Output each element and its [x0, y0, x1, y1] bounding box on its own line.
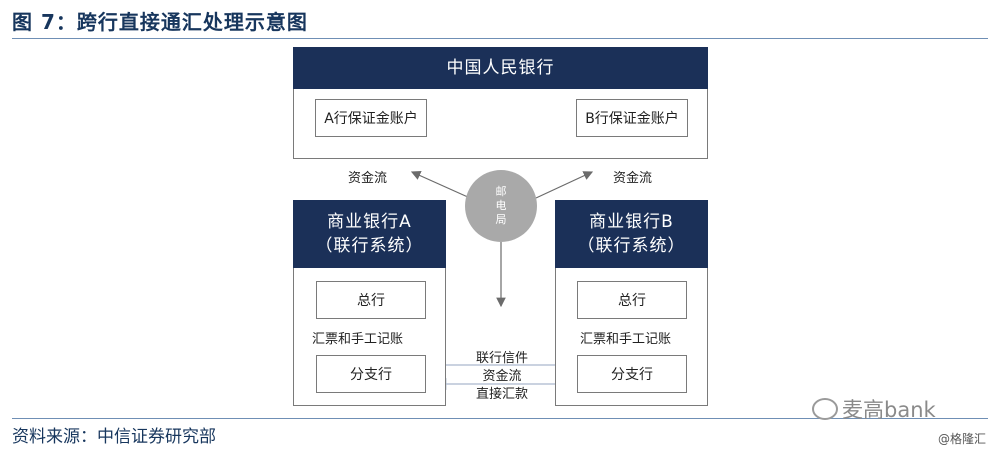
figure-title: 图 7：跨行直接通汇处理示意图: [12, 10, 308, 34]
title-rule: [12, 38, 988, 39]
bank-b-branch-label: 分支行: [611, 367, 653, 383]
post-office-label: 邮电局: [495, 185, 507, 226]
account-a-box: A行保证金账户: [315, 99, 427, 137]
bank-b-process-label: 汇票和手工记账: [580, 332, 672, 347]
credit-label: @格隆汇: [937, 432, 986, 446]
watermark: 麦高bank: [812, 394, 936, 424]
bank-a-name: 商业银行A: [327, 212, 412, 232]
source-rule: [12, 418, 988, 419]
bank-a-head-office: 总行: [316, 281, 426, 319]
bank-a-head-office-label: 总行: [357, 293, 385, 309]
pboc-header: 中国人民银行: [293, 47, 708, 89]
center-flow-line3: 直接汇款: [475, 387, 528, 402]
post-office-circle: 邮电局: [465, 170, 537, 242]
arrow-post-to-pboc-right: [535, 171, 594, 199]
bank-a-branch-label: 分支行: [350, 367, 392, 383]
bank-a-branch: 分支行: [316, 355, 426, 393]
pboc-name: 中国人民银行: [446, 58, 555, 78]
source-note: 资料来源：中信证券研究部: [12, 427, 216, 447]
bank-a-process-label: 汇票和手工记账: [312, 332, 404, 347]
bank-a-system: （联行系统）: [315, 236, 424, 256]
bank-b-head-office-label: 总行: [618, 293, 646, 309]
flow-label-right: 资金流: [613, 171, 653, 186]
account-a-label: A行保证金账户: [324, 111, 418, 127]
account-b-box: B行保证金账户: [576, 99, 688, 137]
bank-b-system: （联行系统）: [577, 236, 686, 256]
bank-a-header: 商业银行A （联行系统）: [293, 200, 446, 268]
bank-b-branch: 分支行: [577, 355, 687, 393]
center-flow-line2: 资金流: [482, 369, 522, 384]
wechat-logo-icon: [812, 398, 838, 420]
flow-label-left: 资金流: [348, 171, 388, 186]
bank-b-header: 商业银行B （联行系统）: [555, 200, 708, 268]
watermark-text: 麦高bank: [842, 398, 936, 422]
center-flow-line1: 联行信件: [475, 351, 528, 366]
bank-b-head-office: 总行: [577, 281, 687, 319]
bank-b-name: 商业银行B: [589, 212, 674, 232]
center-flow-label: 联行信件 资金流 直接汇款: [462, 350, 542, 404]
account-b-label: B行保证金账户: [585, 111, 679, 127]
arrow-post-to-pboc-left: [410, 171, 471, 199]
